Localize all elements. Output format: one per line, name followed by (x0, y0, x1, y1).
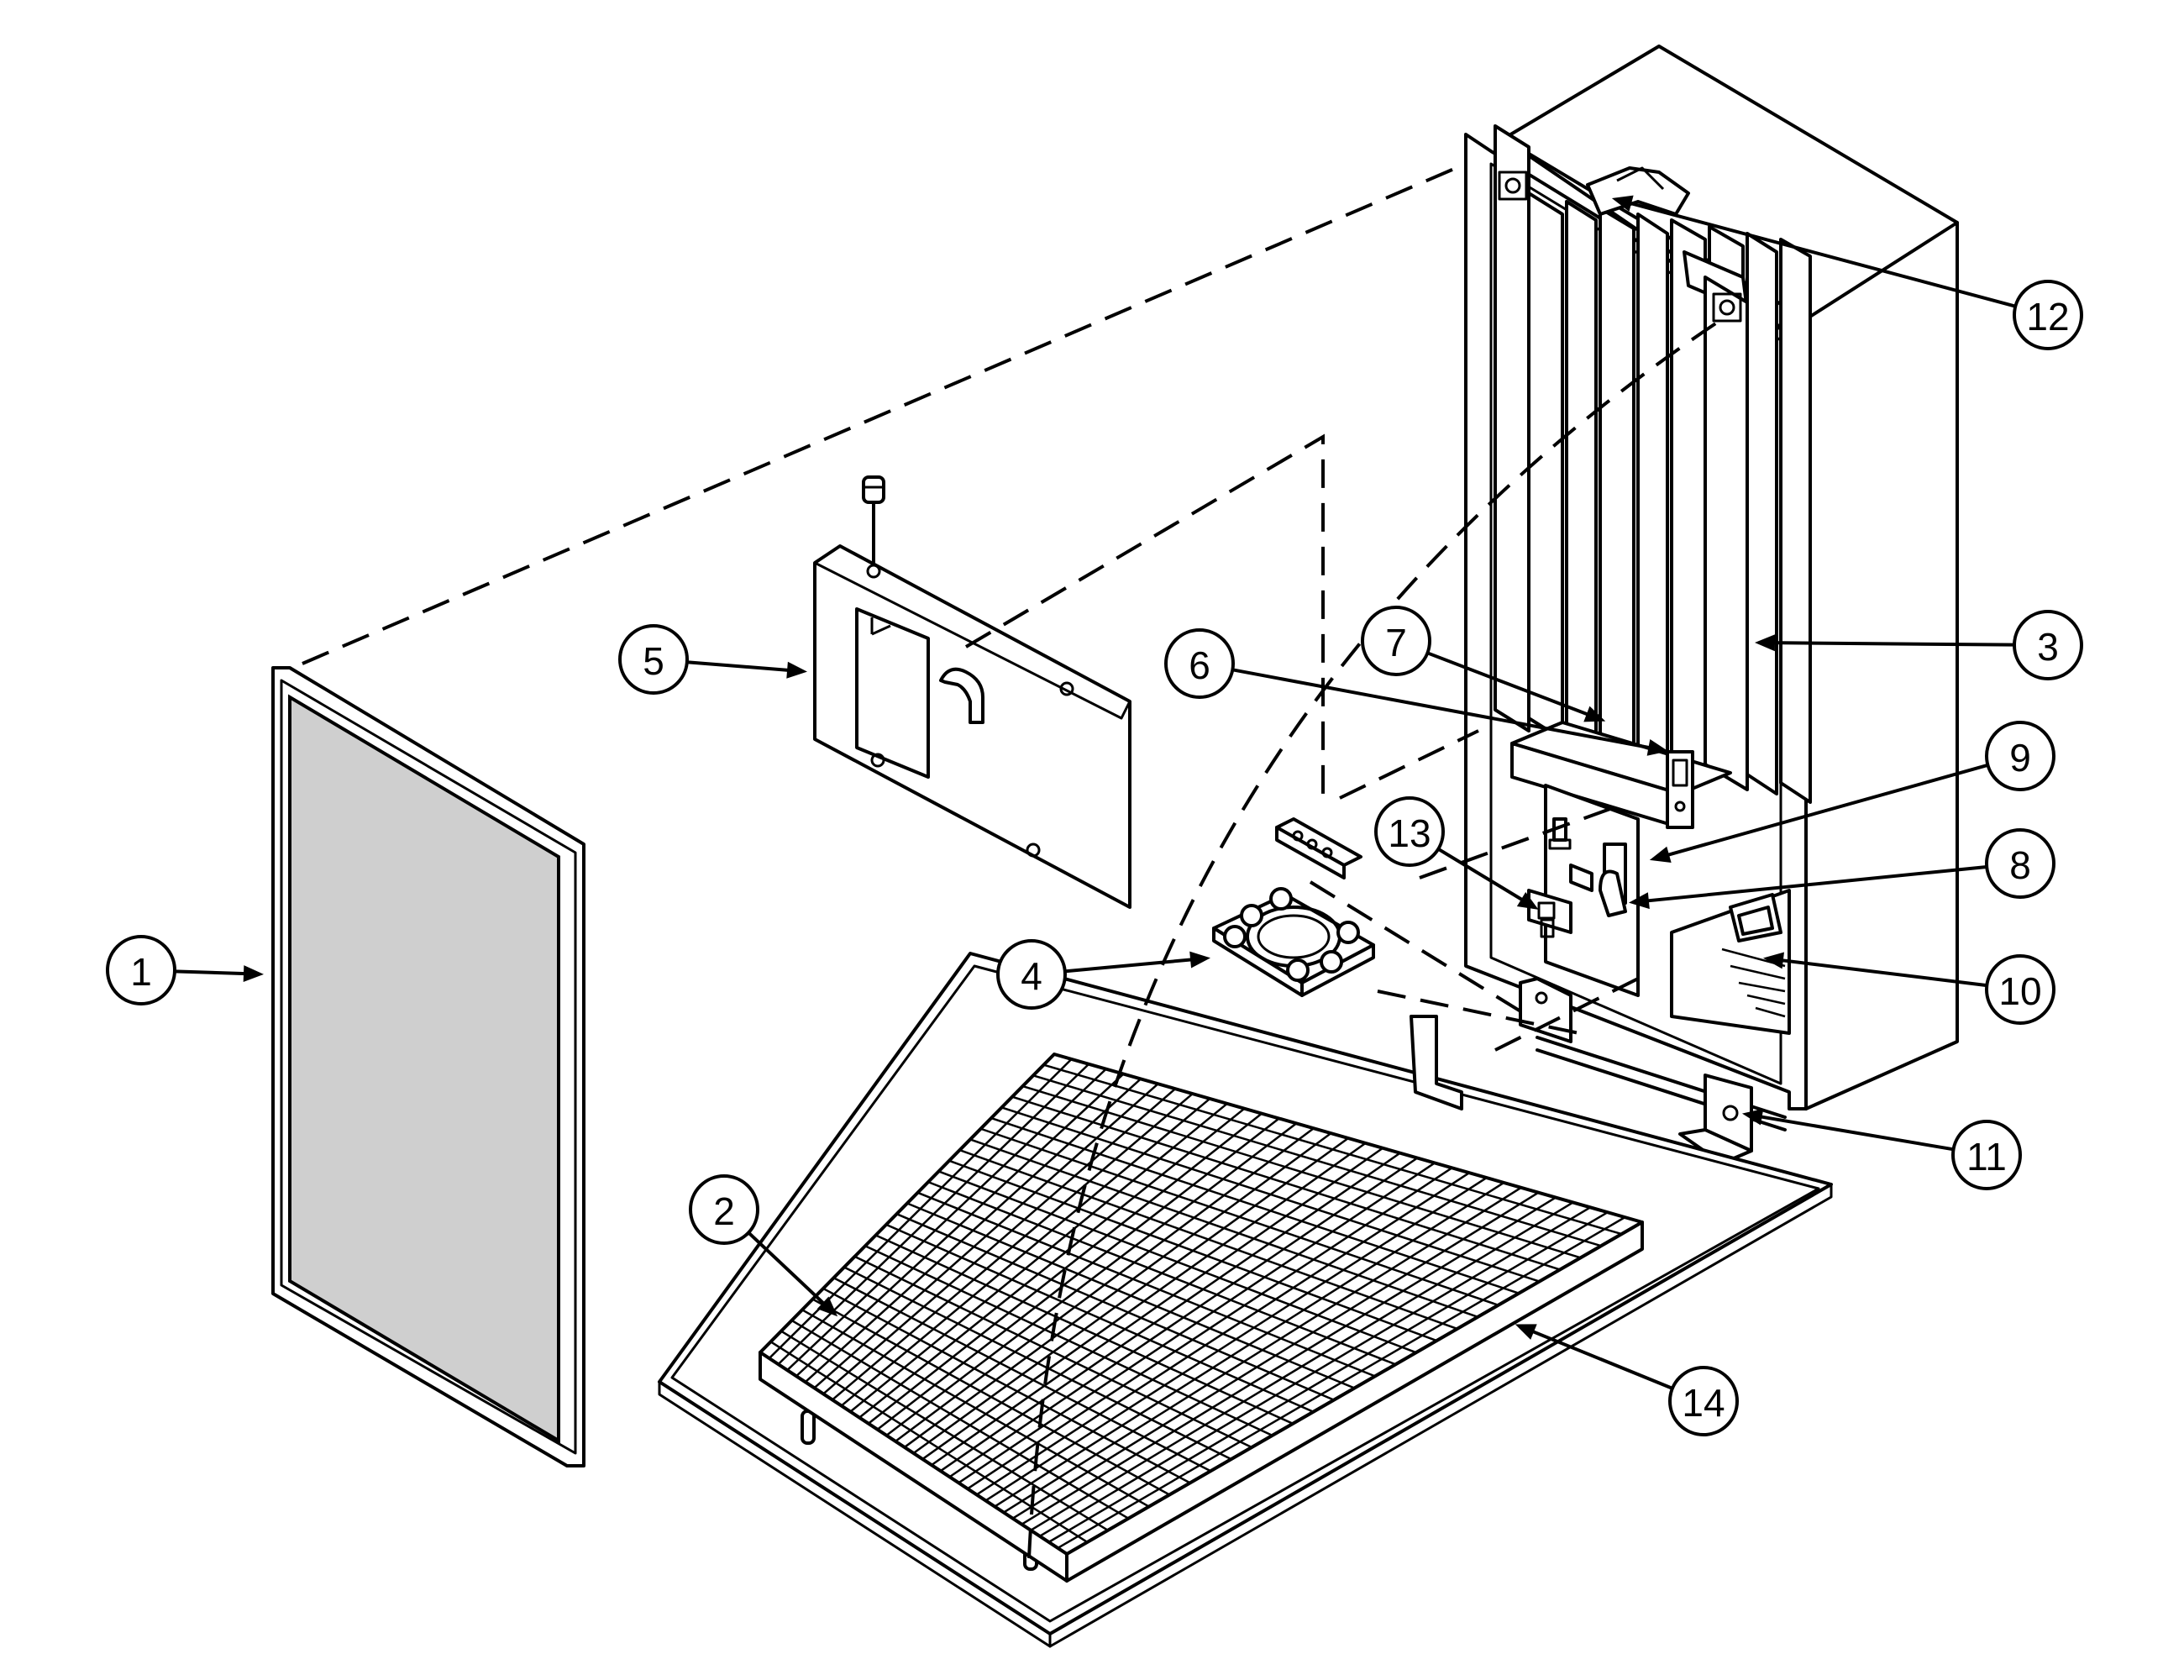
callout-14-arrowhead (1515, 1324, 1537, 1340)
grid-line (980, 1127, 1499, 1306)
callout-1-leader (174, 969, 249, 976)
callout-5-label: 5 (643, 639, 664, 683)
callout-10-label: 10 (1998, 969, 2041, 1013)
grid-line (990, 1116, 1520, 1294)
grid-line (811, 1298, 1170, 1496)
grid-line (1022, 1084, 1581, 1259)
callout-13-arrowhead (1516, 891, 1539, 910)
grid-line (948, 1159, 1437, 1342)
grid-line (769, 1341, 1089, 1543)
grid-line (832, 1277, 1211, 1473)
callout-2-circle (689, 1174, 759, 1245)
callout-7-arrowhead (1583, 706, 1606, 722)
grid-line (790, 1319, 1130, 1520)
callout-1-circle (106, 935, 176, 1005)
grid-line (874, 1234, 1294, 1425)
grid-line (822, 1287, 1191, 1484)
callout-1-label: 1 (130, 950, 152, 994)
callout-3-leader (1769, 641, 2015, 647)
callout-14-leader (1528, 1328, 1673, 1390)
callout-4-circle (996, 939, 1067, 1010)
callout-8-arrowhead (1628, 892, 1650, 910)
callout-4-leader (1064, 958, 1196, 974)
callout-6-leader (1231, 668, 1654, 750)
callout-8-leader (1643, 864, 1987, 903)
callout-7-leader (1426, 651, 1593, 717)
callout-1-arrowhead (243, 965, 265, 983)
filter-panel (271, 666, 585, 1467)
callout-9-label: 9 (2009, 736, 2031, 780)
callout-3-label: 3 (2037, 625, 2059, 669)
callout-9-circle (1985, 721, 2055, 791)
grid-line (1043, 1063, 1622, 1236)
grid-line (938, 1170, 1417, 1354)
grid-line (906, 1202, 1355, 1389)
callout-13-label: 13 (1388, 811, 1431, 855)
grid-line (843, 1266, 1232, 1461)
callout-11-label: 11 (1966, 1135, 2007, 1179)
grid-line (927, 1180, 1396, 1366)
grid-line (896, 1213, 1335, 1401)
grid-line (1001, 1106, 1541, 1283)
callout-11-leader (1756, 1114, 1954, 1152)
callout-10-leader (1777, 958, 1987, 988)
callout-2-arrowhead (816, 1296, 838, 1317)
callout-11-arrowhead (1741, 1108, 1764, 1126)
callout-2-label: 2 (713, 1189, 735, 1233)
callout-7-label: 7 (1385, 621, 1407, 664)
callout-7-circle (1361, 606, 1431, 676)
callout-13-circle (1374, 796, 1445, 867)
callout-6-circle (1164, 628, 1235, 699)
callout-6-label: 6 (1189, 643, 1210, 687)
grid-line (864, 1245, 1273, 1437)
callout-8-label: 8 (2009, 843, 2031, 887)
callout-9-arrowhead (1649, 846, 1672, 864)
callout-5-circle (618, 624, 689, 695)
access-panel (813, 475, 1131, 909)
callout-6-arrowhead (1646, 739, 1669, 756)
callout-5-leader (686, 660, 793, 673)
grid-line (969, 1138, 1478, 1319)
callout-3-arrowhead (1754, 634, 1776, 652)
callout-13-leader (1437, 847, 1527, 904)
callout-11-circle (1951, 1120, 2022, 1190)
grid-line (917, 1191, 1376, 1378)
callout-3-circle (2013, 610, 2083, 680)
callout-12-leader (1625, 200, 2016, 308)
callout-9-leader (1663, 763, 1989, 858)
assembly-dashed-lines (302, 162, 1724, 1559)
callout-12-label: 12 (2026, 295, 2069, 339)
grid-line (801, 1309, 1150, 1508)
callout-8-circle (1985, 828, 2055, 899)
grid-line (780, 1330, 1109, 1531)
callout-14-circle (1668, 1366, 1739, 1436)
motor-base (1212, 817, 1375, 997)
grid-line (885, 1223, 1315, 1413)
grid-mesh (759, 1053, 1644, 1583)
grid-line (853, 1255, 1252, 1449)
callout-4-label: 4 (1021, 954, 1042, 998)
callout-4-arrowhead (1189, 951, 1211, 969)
grid-line (1032, 1074, 1602, 1247)
heat-exchanger-plates (1494, 124, 1812, 804)
callout-14-label: 14 (1682, 1381, 1725, 1425)
callout-2-leader (747, 1231, 828, 1308)
callout-12-circle (2013, 280, 2083, 350)
callout-5-arrowhead (786, 661, 808, 679)
callout-12-arrowhead (1611, 195, 1634, 212)
callout-10-circle (1985, 954, 2055, 1025)
callout-10-arrowhead (1762, 952, 1785, 969)
interior-components (1510, 721, 1791, 1165)
grid-line (959, 1148, 1458, 1331)
